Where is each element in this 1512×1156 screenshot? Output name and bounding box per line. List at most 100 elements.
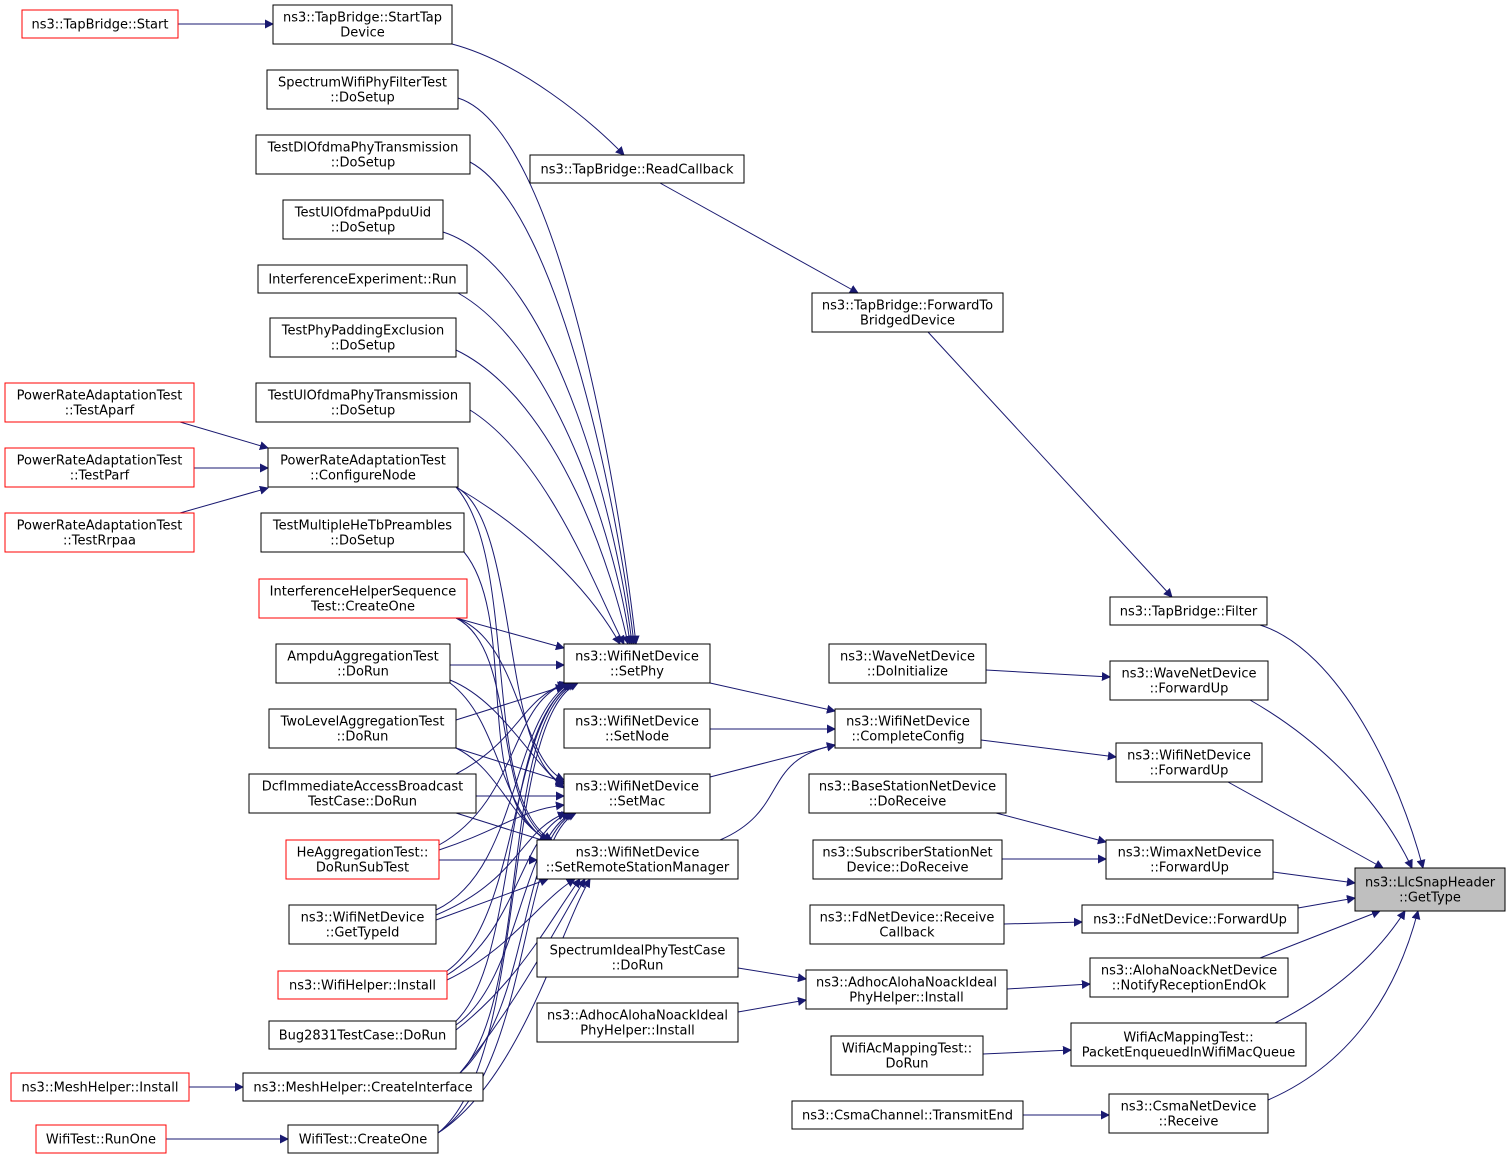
edge-test_ul_ppdu-to-wifi_setphy: [442, 231, 636, 645]
node-wifiac_enqueued[interactable]: WifiAcMappingTest::PacketEnqueuedInWifiM…: [1070, 1022, 1307, 1067]
edge-two_level_agg-to-wifi_setphy: [455, 684, 565, 721]
node-meshhelper_install[interactable]: ns3::MeshHelper::Install: [10, 1072, 190, 1102]
node-label-line: ns3::TapBridge::StartTap: [283, 11, 442, 26]
edge-pra_configure-to-wifi_setphy: [455, 486, 621, 645]
edge-interference_seq-to-wifi_setphy: [455, 617, 565, 651]
edge-wave_fwdup-to-llc_gettype: [1249, 699, 1413, 869]
node-label-line: Device::DoReceive: [846, 861, 968, 876]
edge-wifitest_createone-to-wifi_setrsm: [437, 878, 591, 1134]
node-box: [812, 839, 1003, 880]
node-label-line: ::SetPhy: [610, 665, 664, 680]
node-he_agg[interactable]: HeAggregationTest::DoRunSubTest: [285, 839, 440, 880]
edge-bs_doreceive-to-wimax_fwdup: [995, 812, 1107, 845]
node-label-line: ns3::TapBridge::Filter: [1120, 605, 1258, 620]
node-interference_seq[interactable]: InterferenceHelperSequenceTest::CreateOn…: [258, 578, 468, 619]
node-aloha_notify[interactable]: ns3::AlohaNoackNetDevice::NotifyReceptio…: [1089, 957, 1289, 998]
node-dcf_broadcast[interactable]: DcfImmediateAccessBroadcastTestCase::DoR…: [248, 773, 477, 814]
node-label-line: ::TestParf: [70, 469, 130, 484]
node-label-line: AmpduAggregationTest: [287, 650, 438, 665]
edge-pra_aparf-to-pra_configure: [179, 421, 269, 451]
node-csma_transmitend[interactable]: ns3::CsmaChannel::TransmitEnd: [791, 1100, 1024, 1130]
node-wifi_setnode[interactable]: ns3::WifiNetDevice::SetNode: [563, 708, 711, 749]
node-ampdu_agg[interactable]: AmpduAggregationTest::DoRun: [275, 643, 451, 684]
node-test_ul_ppdu[interactable]: TestUlOfdmaPpduUid::DoSetup: [282, 199, 444, 240]
node-label-line: PhyHelper::Install: [849, 991, 963, 1006]
node-label-line: WifiAcMappingTest::: [1123, 1031, 1253, 1046]
node-ss_doreceive[interactable]: ns3::SubscriberStationNetDevice::DoRecei…: [812, 839, 1003, 880]
node-test_multi_hetb[interactable]: TestMultipleHeTbPreambles::DoSetup: [260, 512, 465, 553]
node-wifi_fwdup[interactable]: ns3::WifiNetDevice::ForwardUp: [1115, 742, 1263, 783]
edge-meshhelper_createif-to-wifi_setrsm: [459, 878, 586, 1074]
node-label-line: ::TestAparf: [65, 404, 135, 419]
node-test_dl_ofdma[interactable]: TestDlOfdmaPhyTransmission::DoSetup: [255, 134, 471, 175]
node-label-line: ns3::MeshHelper::Install: [22, 1081, 179, 1096]
node-spectrum_filter_test[interactable]: SpectrumWifiPhyFilterTest::DoSetup: [266, 69, 459, 110]
node-wifi_completeconfig[interactable]: ns3::WifiNetDevice::CompleteConfig: [834, 708, 982, 749]
node-label-line: SpectrumIdealPhyTestCase: [550, 944, 726, 959]
node-tapbridge_start[interactable]: ns3::TapBridge::Start: [21, 9, 179, 39]
node-wifi_setphy[interactable]: ns3::WifiNetDevice::SetPhy: [563, 643, 711, 684]
node-label-line: ns3::WifiNetDevice: [575, 715, 699, 730]
node-adhoc_install_left[interactable]: ns3::AdhocAlohaNoackIdealPhyHelper::Inst…: [536, 1002, 739, 1043]
node-box: [268, 708, 457, 749]
node-label-line: ns3::BaseStationNetDevice: [819, 780, 996, 795]
node-box: [1105, 839, 1274, 880]
edge-bug2831-to-wifi_setrsm: [455, 878, 581, 1031]
node-wifitest_runone[interactable]: WifiTest::RunOne: [35, 1124, 167, 1154]
node-label-line: PowerRateAdaptationTest: [17, 389, 183, 404]
node-pra_aparf[interactable]: PowerRateAdaptationTest::TestAparf: [4, 382, 195, 423]
node-llc_gettype[interactable]: ns3::LlcSnapHeader::GetType: [1354, 867, 1506, 912]
node-box: [811, 292, 1004, 333]
node-pra_parf[interactable]: PowerRateAdaptationTest::TestParf: [4, 447, 195, 488]
node-label-line: Test::CreateOne: [310, 600, 415, 615]
node-label-line: ::DoSetup: [331, 339, 396, 354]
node-adhoc_install_mid[interactable]: ns3::AdhocAlohaNoackIdealPhyHelper::Inst…: [805, 969, 1008, 1010]
node-fd_fwdup[interactable]: ns3::FdNetDevice::ForwardUp: [1081, 904, 1299, 934]
node-wifi_setrsm[interactable]: ns3::WifiNetDevice::SetRemoteStationMana…: [536, 839, 739, 880]
node-csma_receive[interactable]: ns3::CsmaNetDevice::Receive: [1108, 1093, 1269, 1134]
node-pra_rrpaa[interactable]: PowerRateAdaptationTest::TestRrpaa: [4, 512, 195, 553]
node-wifi_gettypeid[interactable]: ns3::WifiNetDevice::GetTypeId: [288, 904, 437, 945]
node-test_phy_padding[interactable]: TestPhyPaddingExclusion::DoSetup: [269, 317, 457, 358]
node-label-line: ::DoRun: [337, 730, 389, 745]
edge-adhoc_install_mid-to-aloha_notify: [1006, 979, 1091, 990]
node-wave_doinit[interactable]: ns3::WaveNetDevice::DoInitialize: [828, 643, 987, 684]
node-box: [805, 969, 1008, 1010]
edge-wifihelper_install-to-wifi_setmac: [446, 811, 571, 976]
node-bs_doreceive[interactable]: ns3::BaseStationNetDevice::DoReceive: [808, 773, 1007, 814]
node-interference_experiment[interactable]: InterferenceExperiment::Run: [257, 264, 468, 294]
edge-bug2831-to-wifi_setmac: [455, 812, 573, 1026]
node-label-line: ns3::WimaxNetDevice: [1118, 846, 1262, 861]
edge-ampdu_agg-to-wifi_setmac: [449, 679, 565, 789]
node-tapbridge_filter[interactable]: ns3::TapBridge::Filter: [1109, 596, 1268, 626]
node-wimax_fwdup[interactable]: ns3::WimaxNetDevice::ForwardUp: [1105, 839, 1274, 880]
edge-fd_receivecb-to-fd_fwdup: [1003, 917, 1083, 927]
node-two_level_agg[interactable]: TwoLevelAggregationTest::DoRun: [268, 708, 457, 749]
node-spectrum_ideal[interactable]: SpectrumIdealPhyTestCase::DoRun: [536, 937, 739, 978]
node-meshhelper_createif[interactable]: ns3::MeshHelper::CreateInterface: [242, 1072, 484, 1102]
node-tapbridge_readcb[interactable]: ns3::TapBridge::ReadCallback: [529, 154, 745, 184]
node-wifitest_createone[interactable]: WifiTest::CreateOne: [287, 1124, 439, 1154]
node-wifi_setmac[interactable]: ns3::WifiNetDevice::SetMac: [563, 773, 711, 814]
node-pra_configure[interactable]: PowerRateAdaptationTest::ConfigureNode: [267, 447, 459, 488]
node-label-line: ::NotifyReceptionEndOk: [1112, 979, 1267, 994]
node-box: [1081, 904, 1299, 934]
edge-test_dl_ofdma-to-wifi_setphy: [469, 161, 638, 645]
edge-fd_fwdup-to-llc_gettype: [1297, 894, 1356, 909]
node-wifihelper_install[interactable]: ns3::WifiHelper::Install: [277, 970, 448, 1000]
node-label-line: ns3::WifiNetDevice: [301, 911, 425, 926]
node-box: [834, 708, 982, 749]
node-bug2831[interactable]: Bug2831TestCase::DoRun: [268, 1020, 457, 1050]
edges: [166, 19, 1426, 1144]
edge-wifi_gettypeid-to-wifi_setmac: [435, 811, 567, 916]
node-label-line: ns3::WifiNetDevice: [575, 780, 699, 795]
node-wifiac_dorun[interactable]: WifiAcMappingTest::DoRun: [830, 1035, 984, 1076]
node-box: [791, 1100, 1024, 1130]
edge-tapbridge_filter-to-llc_gettype: [1259, 624, 1426, 869]
node-test_ul_ofdma_tx[interactable]: TestUlOfdmaPhyTransmission::DoSetup: [255, 382, 471, 423]
node-wave_fwdup[interactable]: ns3::WaveNetDevice::ForwardUp: [1109, 660, 1269, 701]
node-label-line: ::TestRrpaa: [63, 534, 136, 549]
